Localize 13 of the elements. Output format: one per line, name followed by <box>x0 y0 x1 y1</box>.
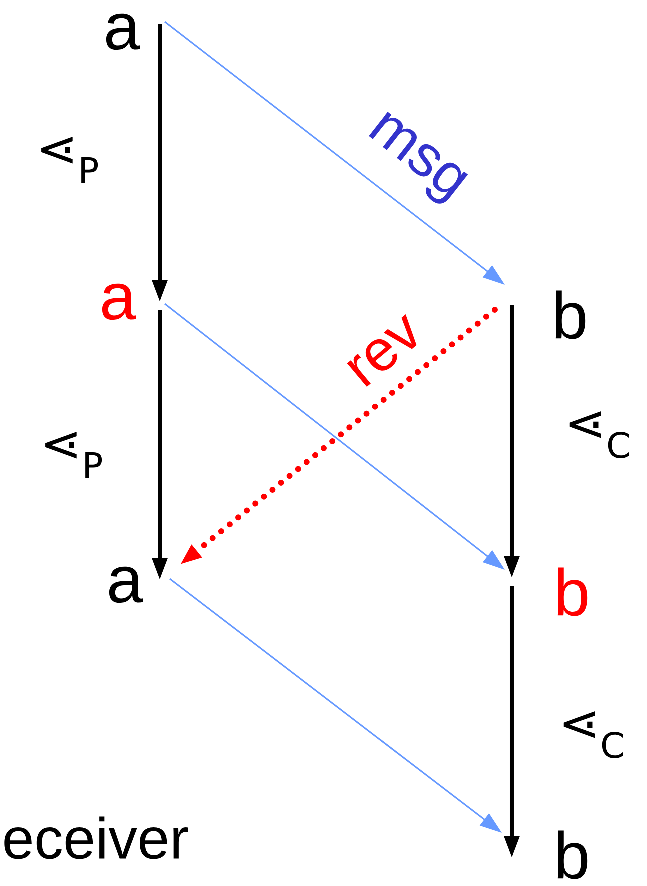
event-label: b <box>558 568 588 616</box>
event-label: a <box>109 566 144 604</box>
order-symbol: ⋖$_{C}$ <box>564 712 624 758</box>
edge-label: msg <box>369 112 468 204</box>
event-label: a <box>102 284 136 320</box>
event-label: a <box>106 14 140 50</box>
event-label: b <box>558 830 588 880</box>
order-symbol: ⋖$_{C}$ <box>570 412 630 458</box>
order-symbol: ⋖$_{P}$ <box>42 137 98 183</box>
event-label: b <box>556 290 586 340</box>
edge-label: rev <box>347 314 417 388</box>
role-label: eceiver <box>4 816 188 860</box>
order-symbol: ⋖$_{P}$ <box>46 432 102 478</box>
